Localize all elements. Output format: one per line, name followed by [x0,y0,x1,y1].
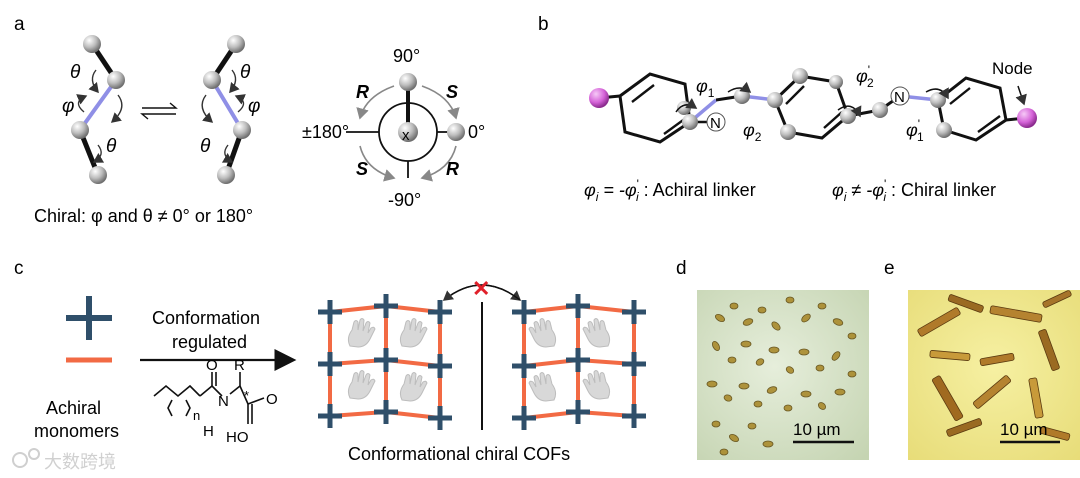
struct-R: R [234,357,245,374]
n-atom-right: N [894,89,905,106]
achiral-equation: φi = -φ'i : Achiral linker [584,177,756,204]
phi2-label: φ2 [743,120,762,144]
theta-label-1: θ [70,62,81,83]
struct-O: O [206,357,218,374]
struct-N: N [218,393,229,410]
watermark-text: 大数跨境 [44,452,116,472]
chirality-caption: Chiral: φ and θ ≠ 0° or 180° [34,206,253,226]
azo-linker-molecule [589,68,1037,144]
equilibrium-arrows [140,102,178,120]
monomers-label-1: Achiral [46,398,101,418]
struct-star: * [244,388,249,403]
phi1-prime-mark: ' [918,117,920,131]
hand-icon [528,318,611,402]
dihedral-molecule-right [201,35,251,184]
watermark-logo-icon [12,448,40,468]
newman-s-upper: S [446,82,458,102]
phi2-sub: 2 [755,130,762,144]
newman-projection [346,73,465,182]
angle-0: 0° [468,122,485,142]
scale-label-d: 10 µm [793,420,841,439]
newman-r-lower: R [446,159,459,179]
panel-letter-a: a [14,14,25,35]
phi1-sub: 1 [708,86,715,100]
panel-letter-c: c [14,258,24,279]
newman-r-upper: R [356,82,369,102]
monomer-node-symbol [66,296,112,340]
theta-label-4: θ [200,136,211,157]
regulated-label: regulated [172,332,247,352]
cofs-caption: Conformational chiral COFs [348,444,570,464]
scale-label-e: 10 µm [1000,420,1048,439]
dihedral-molecule-left [71,35,125,184]
theta-label-3: θ [240,62,251,83]
angle-180: ±180° [302,122,349,142]
hand-icon [347,318,428,402]
conformation-label: Conformation [152,308,260,328]
phi2-prime-mark: ' [868,63,870,77]
cof-grid-left [318,294,452,430]
phi-label-1: φ [62,96,74,117]
n-atom-left: N [710,115,721,132]
panel-letter-d: d [676,258,687,279]
angle-minus90: -90° [388,190,421,210]
micrograph-d-crystals [706,296,857,456]
phi1-prime-label: φ'1 [906,117,924,144]
panel-letter-e: e [884,258,895,279]
node-label: Node [992,59,1033,78]
forbidden-cross: ✕ [472,276,490,301]
struct-H: H [203,423,214,440]
phi1-label: φ1 [696,76,715,100]
newman-s-lower: S [356,159,368,179]
phi2-prime-label: φ'2 [856,63,874,90]
phi2-prime-sub: 2 [867,76,874,90]
struct-O2: O [266,391,278,408]
monomers-label-2: monomers [34,421,119,441]
newman-center-x: x [402,127,410,144]
cof-grid-right [512,294,646,430]
phi-label-2: φ [248,96,260,117]
micrograph-e-crystals [917,290,1072,441]
chiral-auxiliary-structure [153,372,265,424]
chiral-equation: φi ≠ -φ'i : Chiral linker [832,177,996,204]
panel-letter-b: b [538,14,549,35]
theta-label-2: θ [106,136,117,157]
phi1-prime-sub: 1 [917,130,924,144]
micrograph-d [697,290,869,460]
angle-90: 90° [393,46,420,66]
struct-HO: HO [226,429,249,446]
struct-n: n [193,408,200,423]
